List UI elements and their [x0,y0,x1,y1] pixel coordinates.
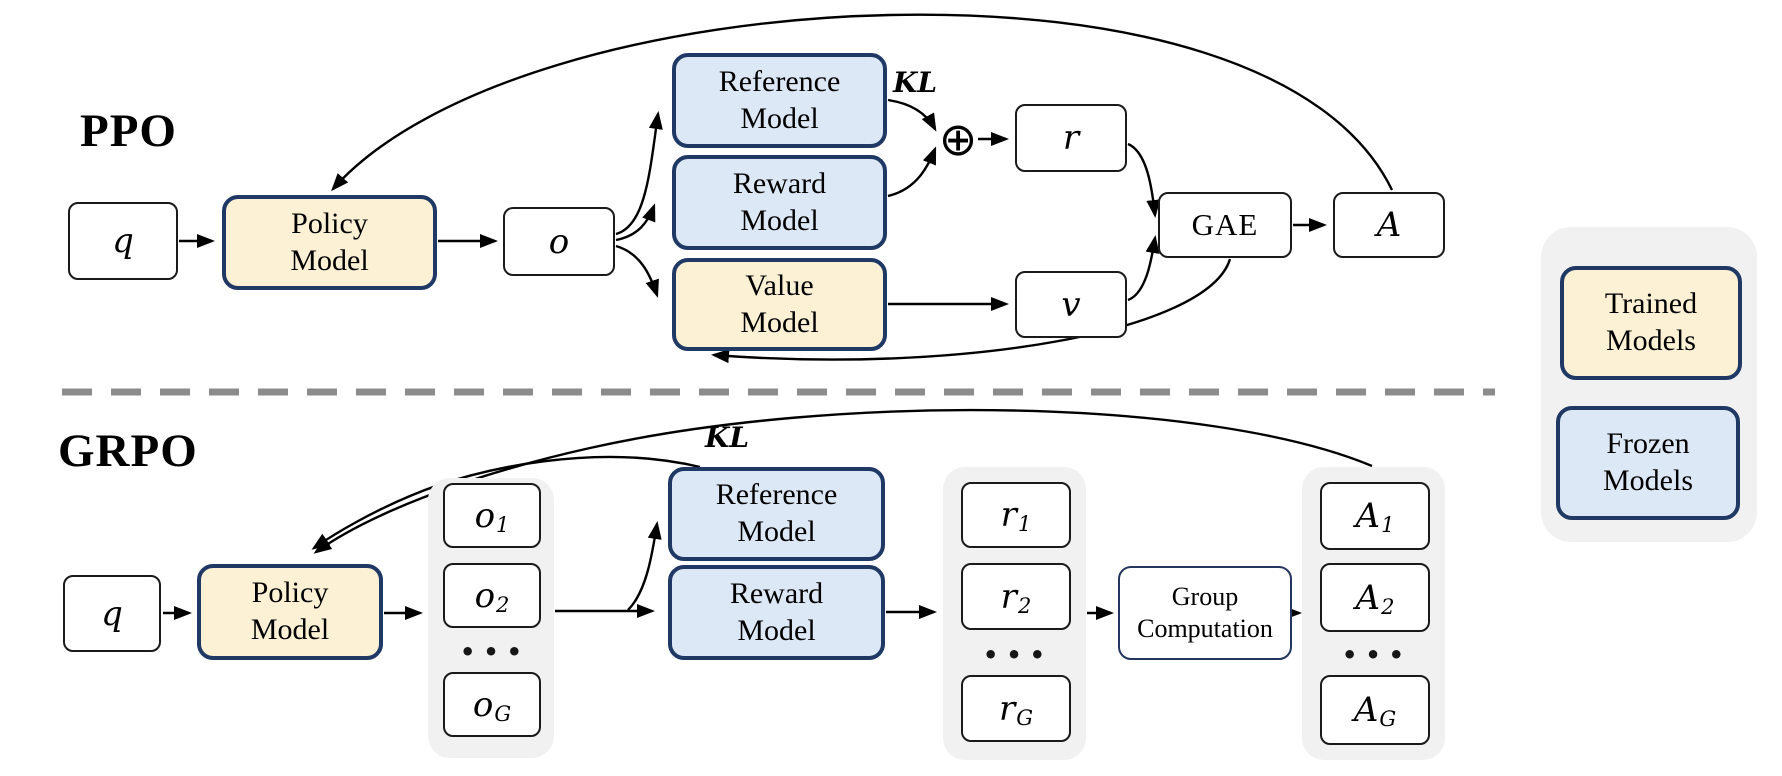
ppo-reference-model-box: Reference Model [672,53,887,148]
grpo-policy-model-box: Policy Model [197,564,383,660]
grpo-outputs-ellipsis: ••• [460,638,531,666]
arrow-ppo-v-to-gae [1127,235,1160,302]
arrow-ppo-o-to-reference [615,111,663,236]
ppo-q-box: q [68,202,178,280]
arrow-ppo-r-to-gae [1127,142,1161,218]
grpo-q-box: q [63,575,161,652]
ppo-reward-model-box: Reward Model [672,155,887,250]
arrow-ppo-o-to-reward [615,203,656,242]
ppo-r-box: r [1015,104,1127,172]
grpo-group-computation-box: Group Computation [1118,566,1292,660]
grpo-rewards-ellipsis: ••• [983,641,1054,669]
arrow-grpo-advantages-to-policy [313,408,1373,554]
ppo-value-model-box: Value Model [672,258,887,351]
arrow-ppo-reward-to-oplus [887,146,937,198]
arrow-ppo-gae-to-value [711,258,1232,364]
grpo-kl-label: KL [705,421,750,454]
arrow-ppo-o-to-value [615,244,659,298]
arrow-grpo-outputs-to-reference [627,521,662,611]
ppo-section-label: PPO [80,105,177,157]
ppo-v-box: v [1015,271,1127,338]
grpo-advantages-ellipsis: ••• [1342,641,1413,669]
oplus-icon: ⊕ [938,112,978,166]
grpo-section-label: GRPO [58,425,198,477]
ppo-a-box: A [1333,192,1445,258]
legend-frozen-models-box: Frozen Models [1556,406,1740,520]
legend-trained-models-box: Trained Models [1560,266,1742,380]
ppo-o-box: o [503,207,615,276]
ppo-kl-label: KL [893,66,938,99]
arrow-ppo-a-to-policy [331,13,1394,192]
grpo-reward-model-box: Reward Model [668,565,885,660]
arrow-ppo-reference-to-oplus-kl [887,98,937,132]
grpo-reference-model-box: Reference Model [668,467,885,561]
ppo-policy-model-box: Policy Model [222,195,437,290]
ppo-gae-box: GAE [1158,192,1292,258]
